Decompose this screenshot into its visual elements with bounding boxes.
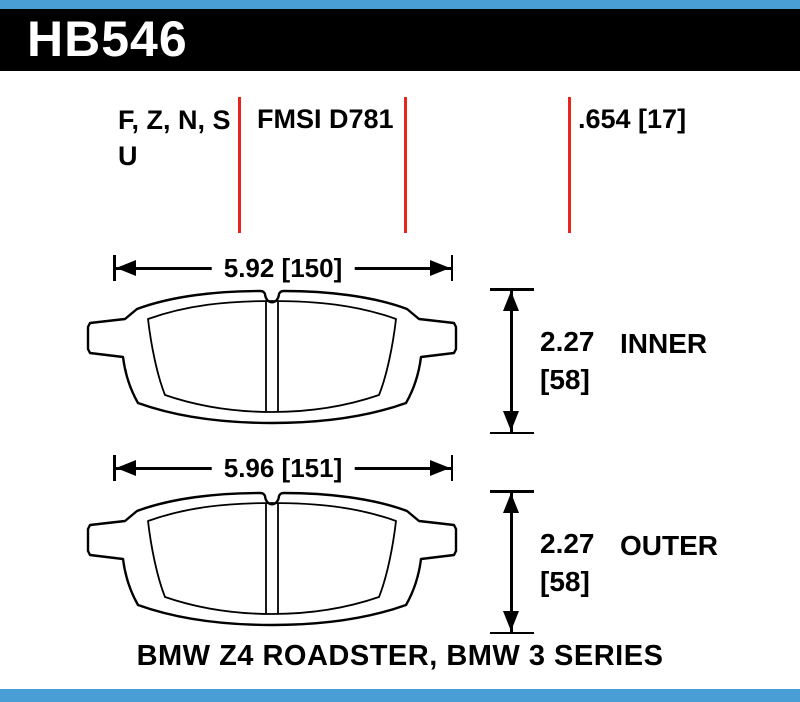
inner-pad-label: INNER xyxy=(620,328,708,359)
dimension-line xyxy=(510,290,513,432)
outer-pad-height-bracket: [58] xyxy=(540,566,590,597)
inner-pad-height-bracket: [58] xyxy=(540,364,590,395)
fmsi-code: FMSI D781 xyxy=(257,104,394,134)
inner-pad-height-dimension xyxy=(490,288,534,434)
compound-codes: F, Z, N, S U xyxy=(118,102,231,174)
header-bar: HB546 xyxy=(0,9,800,71)
dimension-tick xyxy=(450,455,453,481)
spec-divider-line-2 xyxy=(404,97,407,233)
arrow-left-icon xyxy=(116,460,136,476)
inner-brake-pad-drawing xyxy=(86,289,458,425)
outer-pad-height-value: 2.27 xyxy=(540,528,595,559)
bottom-accent-bar xyxy=(0,689,800,702)
compound-codes-line1: F, Z, N, S xyxy=(118,105,231,135)
arrow-down-icon xyxy=(503,611,519,631)
dimension-tick xyxy=(490,431,534,434)
arrow-right-icon xyxy=(430,460,450,476)
arrow-right-icon xyxy=(430,260,450,276)
inner-pad-height-value: 2.27 xyxy=(540,326,595,357)
vehicle-fitment: BMW Z4 ROADSTER, BMW 3 SERIES xyxy=(136,640,664,672)
dimension-tick xyxy=(490,631,534,634)
arrow-left-icon xyxy=(116,260,136,276)
arrow-up-icon xyxy=(503,291,519,311)
inner-pad-width-dimension: 5.92 [150] xyxy=(113,248,453,288)
dimension-tick xyxy=(490,288,534,291)
part-number: HB546 xyxy=(27,11,188,67)
outer-brake-pad-drawing xyxy=(86,491,458,627)
compound-codes-line2: U xyxy=(118,141,138,171)
dimension-tick xyxy=(113,455,116,481)
outer-pad-label: OUTER xyxy=(620,530,718,561)
inner-pad-width-label: 5.92 [150] xyxy=(211,248,355,288)
arrow-down-icon xyxy=(503,411,519,431)
dimension-tick xyxy=(490,490,534,493)
outer-pad-width-dimension: 5.96 [151] xyxy=(113,448,453,488)
pad-thickness: .654 [17] xyxy=(578,104,687,134)
dimension-tick xyxy=(113,255,116,281)
spec-divider-line-1 xyxy=(238,97,241,233)
dimension-tick xyxy=(450,255,453,281)
spec-divider-line-3 xyxy=(568,97,571,233)
outer-pad-height-dimension xyxy=(490,490,534,634)
arrow-up-icon xyxy=(503,493,519,513)
dimension-line xyxy=(510,492,513,632)
top-accent-bar xyxy=(0,0,800,9)
outer-pad-width-label: 5.96 [151] xyxy=(211,448,355,488)
